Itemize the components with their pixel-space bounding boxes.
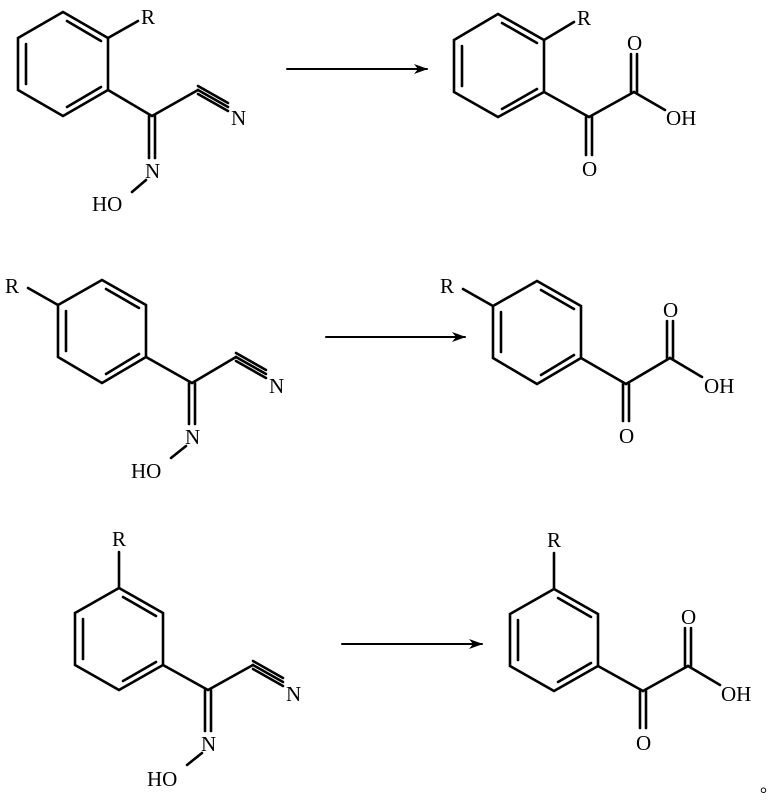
- acid-o-label: O: [681, 605, 696, 629]
- product-para: R O O OH: [440, 274, 734, 448]
- nitrile-n-label: N: [269, 374, 284, 398]
- substituent-r-label: R: [440, 274, 454, 298]
- substituent-r-label: R: [141, 5, 155, 29]
- terminal-mark: 。: [760, 776, 778, 797]
- reactant-ortho: R N N HO: [16, 5, 246, 216]
- hydroxyl-label: OH: [721, 682, 751, 706]
- benzene-ring: [491, 279, 583, 386]
- product-ortho: R O O OH: [452, 6, 696, 181]
- hydroxyl-label: HO: [92, 192, 122, 216]
- keto-o-label: O: [636, 731, 651, 755]
- reactant-para: R N N HO: [5, 274, 284, 483]
- reactant-meta: R N N HO: [73, 527, 301, 791]
- hydroxyl-label: OH: [704, 374, 734, 398]
- keto-o-label: O: [582, 157, 597, 181]
- benzene-ring: [73, 586, 165, 692]
- oxime-n-label: N: [145, 159, 160, 183]
- hydroxyl-label: HO: [147, 767, 177, 791]
- benzene-ring: [56, 278, 148, 385]
- benzene-ring: [16, 10, 110, 118]
- benzene-ring: [508, 587, 600, 693]
- hydroxyl-label: OH: [666, 106, 696, 130]
- nitrile-n-label: N: [231, 106, 246, 130]
- substituent-r-label: R: [5, 274, 19, 298]
- substituent-r-label: R: [112, 527, 126, 551]
- oxime-n-label: N: [185, 425, 200, 449]
- nitrile-n-label: N: [286, 682, 301, 706]
- substituent-r-label: R: [577, 6, 591, 30]
- keto-o-label: O: [619, 424, 634, 448]
- oxime-n-label: N: [201, 732, 216, 756]
- acid-o-label: O: [663, 298, 678, 322]
- hydroxyl-label: HO: [131, 459, 161, 483]
- benzene-ring: [452, 12, 546, 119]
- product-meta: R O O OH: [508, 528, 751, 755]
- substituent-r-label: R: [547, 528, 561, 552]
- acid-o-label: O: [627, 31, 642, 55]
